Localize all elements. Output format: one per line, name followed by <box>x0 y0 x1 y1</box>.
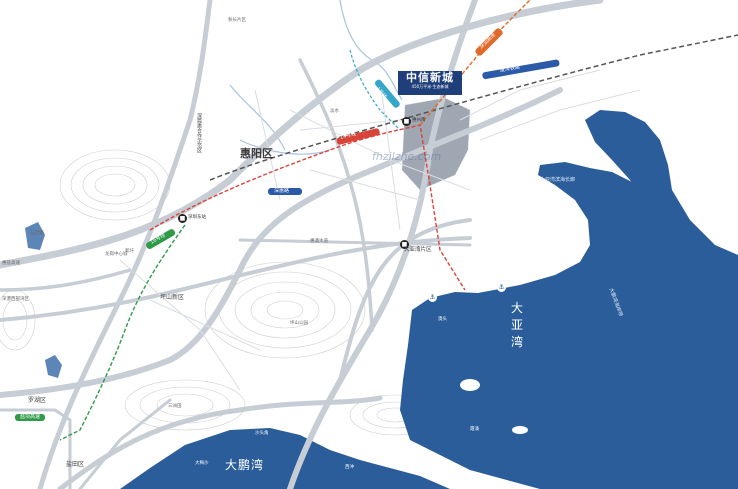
train-station-icon: ■ <box>178 214 187 223</box>
brand-title: 中信新城 <box>406 71 454 84</box>
xiamen-shenzhen-rail <box>209 34 738 181</box>
metro-orange <box>419 0 531 126</box>
dapeng-bay <box>120 428 450 489</box>
project-brand-box[interactable]: 中信新城 450万平米·生态新城 <box>398 71 462 95</box>
station-label-shenzhen-east: 深圳东站 <box>188 215 206 220</box>
poi-dameisha: 大梅沙 <box>195 461 209 466</box>
metro-cyan <box>349 49 401 131</box>
district-dayawan: 大亚湾片区 <box>404 247 432 253</box>
poi-shiyan: 石岩湖 <box>30 231 44 236</box>
poi-xichong: 西冲 <box>345 465 354 470</box>
daya-bay <box>400 162 738 489</box>
coast-label-daya: 大亚湾滨海长廊 <box>540 177 576 183</box>
road-label-shenhui: 深惠路 <box>274 188 290 194</box>
road-label-huiyan: 惠盐高速 <box>2 261 20 266</box>
sea-dapeng-bay: 大鹏湾 <box>225 458 265 472</box>
sea-daya-bay: 大亚湾 <box>510 301 523 349</box>
poi-shatoujiao: 沙头角 <box>255 431 269 436</box>
train-station-icon: ■ <box>400 240 409 249</box>
poi-sanzhou: 三洲田 <box>168 404 182 409</box>
district-pingshan: 坪山新区 <box>160 294 185 301</box>
road-label-huiao: 惠澳大道 <box>310 239 328 244</box>
terrain-contours <box>0 149 441 436</box>
train-station-icon: ■ <box>402 117 411 126</box>
poi-xiachong: 霞涌 <box>470 427 479 432</box>
metro-green <box>59 224 186 441</box>
district-xinxu: 新圩 <box>125 249 134 254</box>
district-huiyang: 惠阳区 <box>240 147 273 160</box>
station-label-huizhou-south: 惠州南 <box>412 118 426 123</box>
coast-label-shengang: 深港西部湾区 <box>2 297 29 302</box>
anchor-icon: ⚓ <box>428 293 437 302</box>
district-luohu: 罗湖区 <box>28 397 47 404</box>
poi-aotou: 澳头 <box>438 317 447 322</box>
watermark: fhzilzhe.com <box>372 150 442 163</box>
poi-longgang: 龙岗中心城 <box>105 252 128 257</box>
brand-subtitle: 450万平米·生态新城 <box>411 84 449 89</box>
road-label-yanpai: 盐坝高速 <box>20 414 41 420</box>
anchor-icon: ⚓ <box>497 283 506 292</box>
poi-danshui: 淡水 <box>330 109 339 114</box>
district-shenguan: 深莞惠合作示范区 <box>196 113 202 153</box>
district-qiuchang: 秋长片区 <box>228 18 246 23</box>
district-yantian: 盐田区 <box>66 461 85 468</box>
poi-pingshan-park: 坪山公园 <box>290 321 308 326</box>
